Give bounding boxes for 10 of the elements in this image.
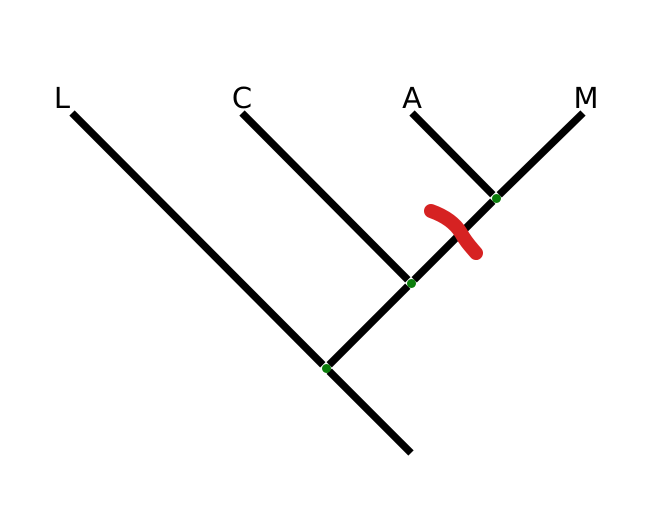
taxon-label: A [398,84,426,113]
branch-line [69,110,326,368]
branch-line [326,368,414,456]
branch-line [496,110,586,198]
branch-line [326,284,410,368]
taxon-label: L [50,84,74,113]
taxon-label: C [228,84,256,113]
taxon-label: M [569,84,603,113]
branch-line [239,110,410,282]
branch-line [409,110,496,198]
